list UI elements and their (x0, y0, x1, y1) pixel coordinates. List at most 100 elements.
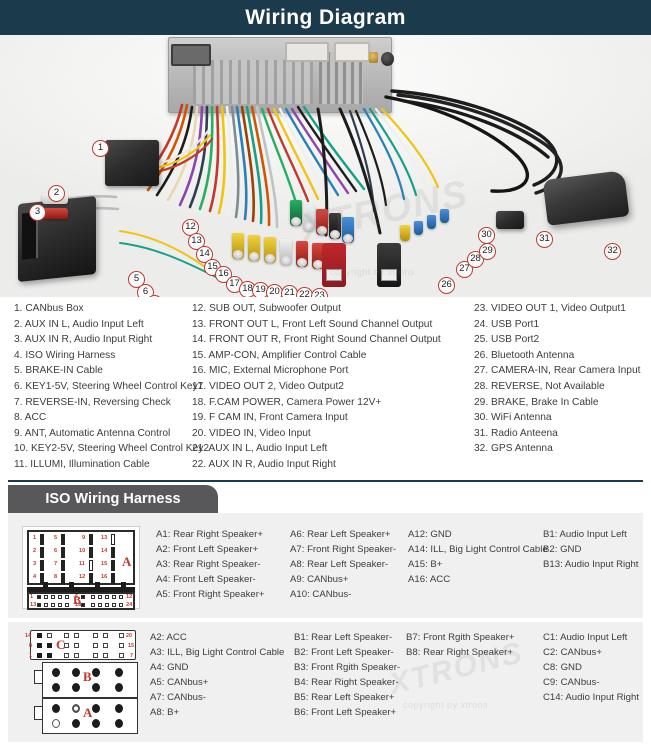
pin-description: C8: GND (543, 662, 582, 673)
legend-item: 2. AUX IN L, Audio Input Left (14, 318, 144, 330)
pin-number: 7 (130, 653, 133, 659)
legend-item: 3. AUX IN R, Audio Input Right (14, 334, 153, 346)
pin-description: A5: CANbus+ (150, 677, 209, 688)
pin (61, 534, 65, 545)
chassis-connector-port-mid (285, 42, 329, 62)
pin-number: 7 (54, 561, 58, 567)
pin-description: B13: Audio Input Right (543, 559, 639, 570)
rca-jack-red (316, 209, 328, 235)
pin (111, 573, 115, 584)
panel2-pin-column-3: B7: Front Rgith Speaker+ B8: Rear Right … (406, 630, 515, 660)
rca-jack-yellow-2 (248, 235, 260, 261)
pin-description: A4: GND (150, 662, 189, 673)
page-header: Wiring Diagram (0, 0, 651, 35)
pin-number: 1 (33, 535, 37, 541)
callout-6: 6 (137, 284, 154, 297)
pin-number: 14 (101, 548, 108, 554)
legend-item: 24. USB Port1 (474, 318, 540, 330)
pin (89, 534, 93, 545)
connector-b-body-2: B (42, 662, 138, 698)
pin (61, 560, 65, 571)
panel2-pin-column-2: B1: Rear Left Speaker- B2: Front Left Sp… (294, 630, 400, 720)
rca-jack-red-3 (312, 243, 324, 269)
pin-description: A8: B+ (150, 707, 180, 718)
legend-item: 4. ISO Wiring Harness (14, 349, 116, 361)
legend-item: 17. VIDEO OUT 2, Video Output2 (192, 380, 344, 392)
legend-item: 21. AUX IN L, Audio Input Left (192, 443, 328, 455)
pin-number: 12 (79, 574, 86, 580)
pin (111, 534, 115, 545)
legend-item: 13. FRONT OUT L, Front Left Sound Channe… (192, 318, 433, 330)
legend-column-3: 23. VIDEO OUT 1, Video Output1 24. USB P… (474, 301, 649, 457)
legend-item: 32. GPS Antenna (474, 443, 553, 455)
usb-port-1 (322, 243, 346, 287)
pin-description: C2: CANbus+ (543, 647, 602, 658)
callout-5: 5 (128, 271, 145, 288)
pin-number: 2 (33, 548, 37, 554)
chassis-vents-left (193, 60, 313, 104)
pin-number: 13 (101, 535, 108, 541)
pin-description: B5: Rear Left Speaker+ (294, 692, 395, 703)
callout-2: 2 (48, 185, 65, 202)
connector-b-body: 1 6 12 13 18 24 (27, 592, 135, 610)
harness-photo: XTRONS copyright by xtrons 1 2 3 4 5 6 7… (0, 35, 651, 297)
pin-number: 15 (101, 561, 108, 567)
pin-number: 14 (25, 633, 31, 639)
pin-number: 9 (82, 535, 86, 541)
pin-number: 16 (101, 574, 108, 580)
callout-1: 1 (92, 140, 109, 157)
legend-item: 8. ACC (14, 412, 47, 424)
pin-description: A7: CANbus- (150, 692, 206, 703)
reverse-connector (414, 221, 423, 235)
legend-item: 12. SUB OUT, Subwoofer Output (192, 303, 341, 314)
panel1-pin-column-4: B1: Audio Input Left B2: GND B13: Audio … (543, 527, 638, 572)
pin-description: A16: ACC (408, 574, 451, 585)
legend-item: 29. BRAKE, Brake In Cable (474, 396, 599, 408)
head-unit-chassis (168, 37, 394, 113)
pin-number: 4 (33, 574, 37, 580)
pin-number: 18 (75, 602, 82, 608)
chassis-antenna-jack (369, 52, 378, 63)
pin-number: 8 (54, 574, 58, 580)
connector-tab (69, 582, 74, 589)
pin (40, 560, 44, 571)
pin-number: 11 (79, 561, 85, 567)
connector-letter-b-2: B (83, 669, 92, 684)
callout-12: 12 (182, 219, 199, 236)
rca-jack-yellow-3 (264, 237, 276, 263)
pin-description: A15: B+ (408, 559, 443, 570)
pin-description: B8: Rear Right Speaker+ (406, 647, 513, 658)
pin-description: C9: CANbus- (543, 677, 600, 688)
chassis-rca-jack (381, 52, 394, 66)
rca-jack-blue (342, 217, 354, 243)
panel2-pin-column-4: C1: Audio Input Left C2: CANbus+ C8: GND… (543, 630, 639, 705)
legend-item: 6. KEY1-5V, Steering Wheel Control Key1 (14, 380, 204, 392)
pin (89, 547, 93, 558)
camera-in-jack (400, 225, 410, 241)
panel1-pin-column-3: A12: GND A14: ILL, Big Light Control Cab… (408, 527, 548, 587)
rca-jack-yellow-1 (232, 233, 244, 259)
wifi-antenna-connector (440, 209, 449, 223)
connector-letter-b: B (73, 593, 82, 607)
pin-description: A3: Rear Right Speaker- (156, 559, 261, 570)
pin-description: A3: ILL, Big Light Control Cable (150, 647, 285, 658)
pin-description: B2: GND (543, 544, 582, 555)
legend-item: 31. Radio Anteena (474, 427, 558, 439)
legend-item: 16. MIC, External Microphone Port (192, 365, 349, 377)
legend-item: 27. CAMERA-IN, Rear Camera Input (474, 365, 641, 377)
pin-description: A4: Front Left Speaker- (156, 574, 256, 585)
pin (89, 560, 93, 571)
pin-number: 6 (75, 594, 79, 600)
connector-letter-a: A (122, 554, 132, 569)
pin-description: A12: GND (408, 529, 452, 540)
callout-31: 31 (536, 231, 553, 248)
radio-antenna-connector (496, 211, 524, 229)
rca-jack-black (329, 213, 341, 239)
connector-tab (43, 582, 48, 589)
page-title: Wiring Diagram (245, 6, 406, 29)
panel2-pin-column-1: A2: ACC A3: ILL, Big Light Control Cable… (150, 630, 284, 720)
rca-jack-white (303, 205, 315, 231)
connector-clip-b (34, 670, 43, 684)
connector-tab (95, 582, 100, 589)
